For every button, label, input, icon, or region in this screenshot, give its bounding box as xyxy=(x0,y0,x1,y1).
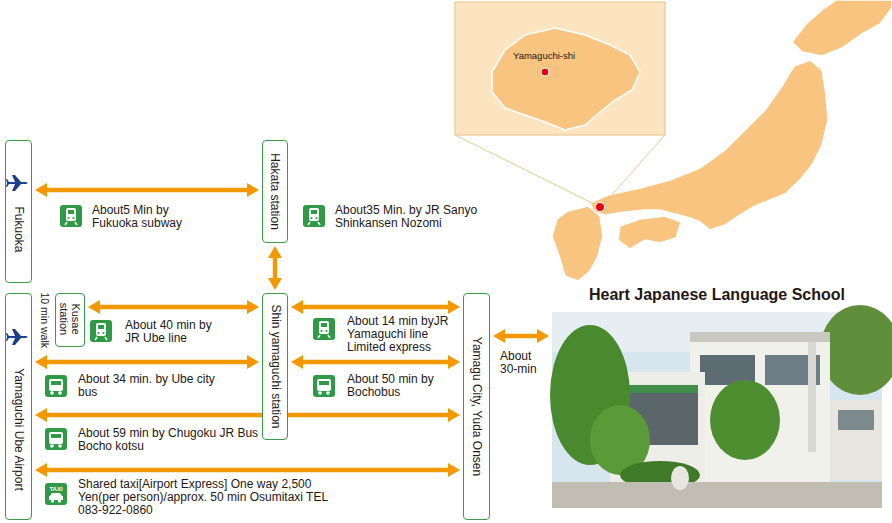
route-label: About 50 min by Bochobus xyxy=(347,373,447,399)
school-name: Heart Japanese Language School xyxy=(552,283,882,305)
airplane-icon xyxy=(6,175,28,191)
place-name: Shin yamaguchi station xyxy=(268,304,281,428)
train-icon xyxy=(313,318,335,340)
bus-icon xyxy=(313,375,335,397)
route-arrow xyxy=(47,468,448,473)
route-label: About 30-min xyxy=(500,350,548,376)
place-name: Yamaguchi Ube Airport xyxy=(11,368,24,491)
school-photo xyxy=(550,305,892,508)
route-label: About 14 min byJR Yamaguchi line Limited… xyxy=(347,315,455,354)
city-name: Yamaguchi-shi xyxy=(513,50,575,62)
school-box: Heart Japanese Language School xyxy=(552,283,882,509)
route-arrow xyxy=(303,360,448,365)
place-name: Fukuoka xyxy=(12,206,25,252)
place-name: Hakata station xyxy=(268,153,281,230)
hokkaido xyxy=(792,0,892,56)
route-label: About5 Min by Fukuoka subway xyxy=(92,204,192,230)
train-icon xyxy=(60,205,82,227)
zoom-line xyxy=(602,135,665,206)
train-icon xyxy=(90,320,112,342)
station-box: Hakata station xyxy=(262,140,288,243)
inset-frame xyxy=(455,2,665,135)
bus-icon xyxy=(45,375,67,397)
station-box: Kusae station xyxy=(55,293,85,347)
route-arrow xyxy=(303,305,448,310)
city-dot xyxy=(596,203,605,212)
bus-icon xyxy=(45,428,67,450)
route-arrow xyxy=(47,413,448,418)
route-label: About 40 min by JR Ube line xyxy=(125,319,225,345)
route-label: About35 Min. by JR Sanyo Shinkansen Nozo… xyxy=(335,204,493,230)
airplane-icon xyxy=(6,329,28,345)
train-icon xyxy=(303,205,325,227)
zoom-line xyxy=(455,135,598,206)
station-box: Shin yamaguchi station xyxy=(262,293,288,440)
route-label: Shared taxi[Airport Express] One way 2,5… xyxy=(78,478,338,517)
route-arrow xyxy=(47,188,247,193)
route-label: About 59 min by Chugoku JR Bus Bocho kot… xyxy=(78,427,260,453)
place-name: Kusae station xyxy=(58,297,82,341)
shikoku xyxy=(618,216,681,249)
taxi-icon xyxy=(45,483,67,505)
route-arrow xyxy=(505,334,537,339)
airport-box: Fukuoka xyxy=(5,140,32,283)
route-arrow xyxy=(100,305,247,310)
taxi-sign: TAXI xyxy=(45,485,67,493)
walk-note: 10 min walk xyxy=(38,292,51,347)
kyushu xyxy=(552,206,603,281)
airport-box: Yamaguchi Ube Airport xyxy=(5,293,32,520)
route-arrow xyxy=(273,258,278,278)
yamaguchi-prefecture xyxy=(492,28,640,130)
destination-box: Yamagu City, Yuda Onsen xyxy=(463,293,490,520)
route-label: About 34 min. by Ube city bus xyxy=(78,373,230,399)
route-arrow xyxy=(47,360,247,365)
city-dot xyxy=(541,68,549,76)
place-name: Yamagu City, Yuda Onsen xyxy=(470,336,483,475)
